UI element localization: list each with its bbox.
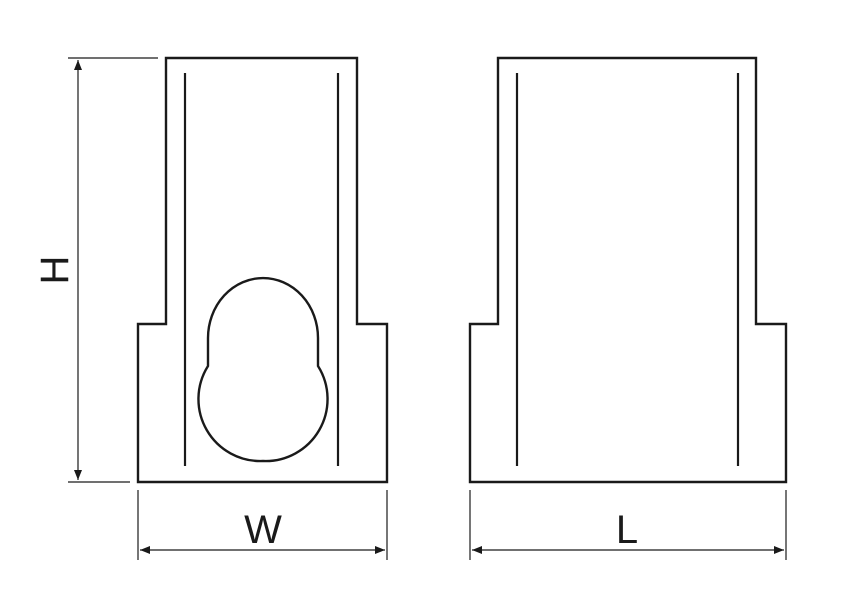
side-view xyxy=(468,56,788,484)
front-view xyxy=(136,56,389,484)
length-label: L xyxy=(616,508,638,552)
front-view-outline xyxy=(136,56,389,484)
width-dimension: W xyxy=(137,490,388,560)
height-label: H xyxy=(33,256,77,285)
side-view-outline xyxy=(468,56,788,484)
length-dimension: L xyxy=(469,490,787,560)
width-label: W xyxy=(244,508,282,552)
height-dimension: H xyxy=(33,57,158,483)
keyhole-opening xyxy=(197,276,329,463)
